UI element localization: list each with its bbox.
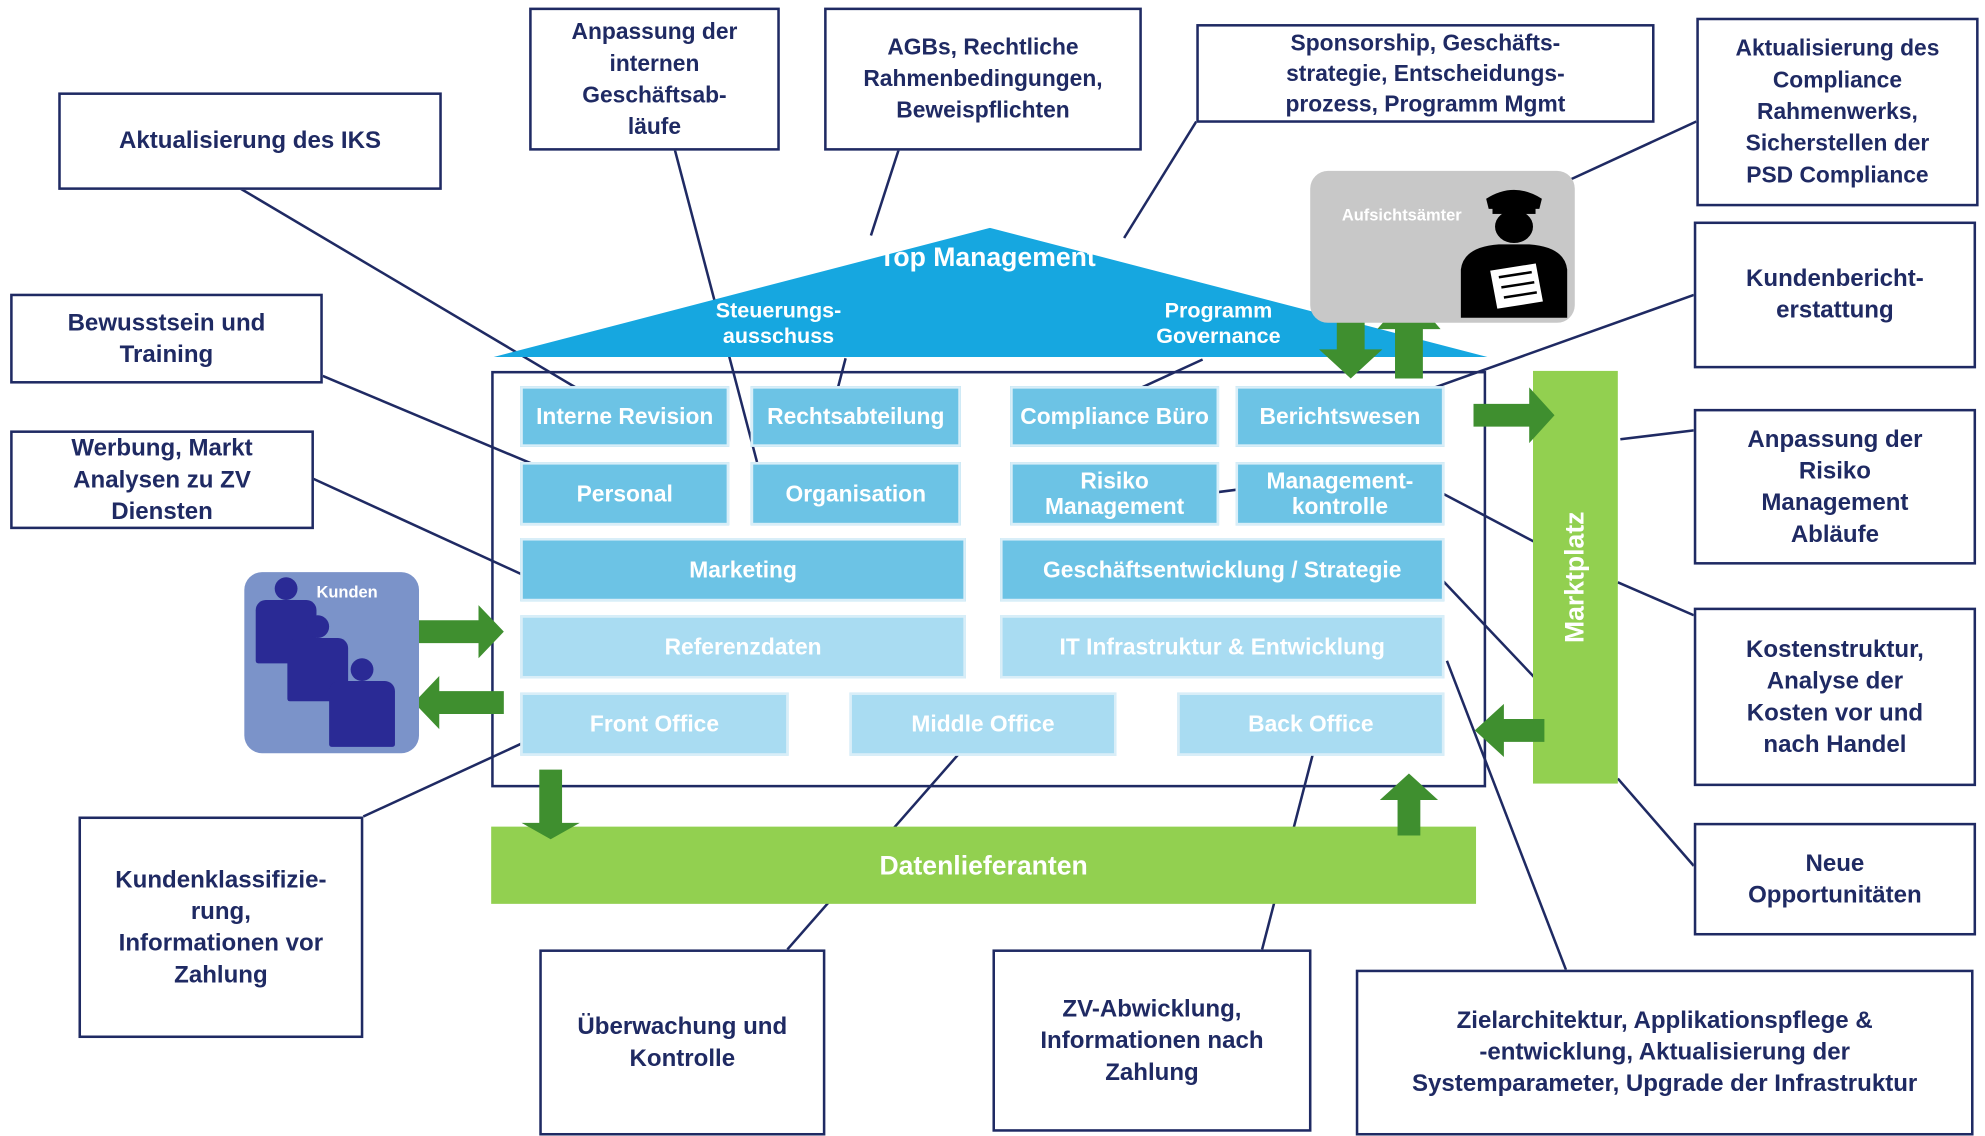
box-middle-office: Middle Office [849, 692, 1117, 756]
arrow-building-to-kunden [413, 675, 504, 730]
box-geschaeftsentwicklung: Geschäftsentwicklung / Strategie [1000, 538, 1445, 602]
box-marketing: Marketing [520, 538, 966, 602]
callout-iks: Aktualisierung des IKS [58, 92, 442, 190]
box-it-infrastruktur: IT Infrastruktur & Entwicklung [1000, 615, 1445, 679]
callout-werbung: Werbung, Markt Analysen zu ZV Diensten [10, 430, 314, 530]
datenlieferanten-bar [491, 826, 1477, 904]
kunden-label: Kunden [316, 582, 378, 602]
box-compliance-buero: Compliance Büro [1010, 386, 1220, 447]
roof-title: Top Management [879, 243, 1096, 273]
callout-kundenklassifizierung: Kundenklassifizie- rung, Informationen v… [78, 816, 364, 1039]
box-back-office: Back Office [1177, 692, 1445, 756]
arrow-aufsicht-down [1319, 300, 1383, 379]
callout-risiko: Anpassung der Risiko Management Abläufe [1693, 408, 1977, 565]
box-front-office: Front Office [520, 692, 789, 756]
callout-bewusstsein: Bewusstsein und Training [10, 293, 323, 384]
box-managementkontrolle: Management- kontrolle [1235, 462, 1445, 526]
box-risiko-management: Risiko Management [1010, 462, 1220, 526]
arrow-marktplatz-to-building [1474, 703, 1545, 758]
callout-kundenbericht: Kundenbericht- erstattung [1693, 221, 1977, 369]
arrow-datenlieferanten-to-building [1379, 773, 1439, 836]
datenlieferanten-label: Datenlieferanten [879, 851, 1088, 882]
box-organisation: Organisation [750, 462, 961, 526]
callout-ueberwachung: Überwachung und Kontrolle [539, 949, 826, 1136]
box-berichtswesen: Berichtswesen [1235, 386, 1445, 447]
marktplatz-bar [1533, 370, 1618, 784]
callout-zv-abwicklung: ZV-Abwicklung, Informationen nach Zahlun… [992, 949, 1312, 1132]
roof-triangle [493, 227, 1488, 357]
arrow-building-to-datenlieferanten [521, 769, 580, 840]
box-personal: Personal [520, 462, 730, 526]
callout-sponsorship: Sponsorship, Geschäfts- strategie, Entsc… [1196, 24, 1655, 123]
callout-kosten: Kostenstruktur, Analyse der Kosten vor u… [1693, 607, 1977, 787]
callout-agbs: AGBs, Rechtliche Rahmenbedingungen, Bewe… [824, 7, 1142, 151]
customer-icon-3 [327, 658, 398, 749]
roof-steuerungsausschuss: Steuerungs- ausschuss [715, 298, 842, 349]
callout-opportunitaeten: Neue Opportunitäten [1693, 822, 1977, 936]
callout-compliance: Aktualisierung des Compliance Rahmenwerk… [1696, 17, 1979, 207]
arrow-building-to-marktplatz [1473, 387, 1555, 444]
box-referenzdaten: Referenzdaten [520, 615, 966, 679]
aufsichtsaemter-label: Aufsichtsämter [1341, 205, 1462, 225]
box-interne-revision: Interne Revision [520, 386, 730, 447]
organization-frame [491, 370, 1487, 788]
callout-anpassung-ablaeufe: Anpassung der internen Geschäftsab- läuf… [529, 7, 780, 151]
callout-zielarchitektur: Zielarchitektur, Applikationspflege & -e… [1355, 969, 1974, 1136]
inspector-icon [1460, 189, 1568, 318]
box-rechtsabteilung: Rechtsabteilung [750, 386, 961, 447]
roof-programm-governance: Programm Governance [1156, 298, 1281, 349]
arrow-kunden-to-building [407, 605, 504, 659]
